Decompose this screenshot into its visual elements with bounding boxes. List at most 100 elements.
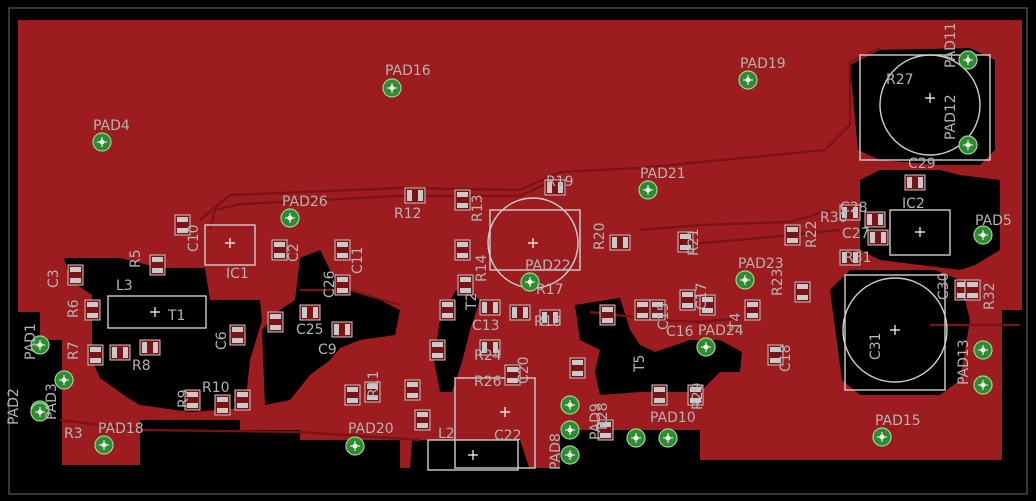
pad-pad11 bbox=[958, 50, 978, 70]
component-label-r24: R24 bbox=[474, 348, 502, 364]
pad-label-pad2: PAD2 bbox=[6, 388, 22, 425]
component-label-r12: R12 bbox=[394, 206, 422, 222]
pad-label-pad3: PAD3 bbox=[44, 383, 60, 420]
component-label-c29: C29 bbox=[908, 156, 936, 172]
component-label-r31: R31 bbox=[844, 250, 872, 266]
component-label-c9: C9 bbox=[318, 342, 337, 358]
pad-label-pad13: PAD13 bbox=[956, 339, 972, 385]
component-label-r27: R27 bbox=[886, 72, 914, 88]
pad-pad24 bbox=[696, 337, 716, 357]
pad-label-pad20: PAD20 bbox=[348, 421, 394, 437]
component-label-c15: C15 bbox=[656, 302, 672, 330]
component-label-c25: C25 bbox=[296, 322, 324, 338]
component-label-c30: C30 bbox=[936, 272, 952, 300]
pad-pad12 bbox=[958, 135, 978, 155]
pad-extra bbox=[30, 402, 50, 422]
component-label-r20: R20 bbox=[592, 222, 608, 250]
component-label-c31: C31 bbox=[868, 332, 884, 360]
pad-pad20 bbox=[345, 436, 365, 456]
pad-label-pad1: PAD1 bbox=[23, 323, 39, 360]
pad-label-pad23: PAD23 bbox=[738, 256, 784, 272]
pad-pad5 bbox=[973, 225, 993, 245]
component-label-ic1: IC1 bbox=[226, 266, 249, 282]
component-label-r10: R10 bbox=[202, 380, 230, 396]
component-label-c6: C6 bbox=[214, 331, 230, 350]
pad-extra bbox=[560, 445, 580, 465]
component-label-c3: C3 bbox=[46, 269, 62, 288]
component-label-c10: C10 bbox=[186, 224, 202, 252]
pad-pad15 bbox=[872, 427, 892, 447]
pad-pad9 bbox=[560, 420, 580, 440]
component-label-c16: C16 bbox=[666, 324, 694, 340]
pad-label-pad11: PAD11 bbox=[943, 22, 959, 68]
pad-label-pad19: PAD19 bbox=[740, 56, 786, 72]
pad-pad18 bbox=[94, 435, 114, 455]
component-label-c28: C28 bbox=[840, 200, 868, 216]
pad-label-pad15: PAD15 bbox=[875, 413, 921, 429]
component-label-r21: R21 bbox=[686, 228, 702, 256]
pad-pad1 bbox=[30, 335, 50, 355]
component-label-r8: R8 bbox=[132, 358, 151, 374]
component-label-r22: R22 bbox=[804, 220, 820, 248]
component-label-r32: R32 bbox=[982, 282, 998, 310]
pad-pad16 bbox=[382, 78, 402, 98]
pad-label-pad10: PAD10 bbox=[650, 410, 696, 426]
component-label-c26: C26 bbox=[322, 270, 338, 298]
component-label-r18: R18 bbox=[534, 314, 562, 330]
pad-pad26 bbox=[280, 208, 300, 228]
component-label-t2: T2 bbox=[464, 293, 480, 311]
component-label-r23: R23 bbox=[770, 268, 786, 296]
component-origins bbox=[150, 93, 935, 460]
component-label-c27: C27 bbox=[842, 226, 870, 242]
component-label-t1: T1 bbox=[167, 308, 185, 324]
pad-label-pad4: PAD4 bbox=[93, 118, 130, 134]
pad-extra bbox=[626, 428, 646, 448]
component-label-c22: C22 bbox=[494, 428, 522, 444]
component-label-r11: R11 bbox=[366, 370, 382, 398]
pad-label-pad18: PAD18 bbox=[98, 421, 144, 437]
pad-label-pad12: PAD12 bbox=[943, 94, 959, 140]
pad-pad23 bbox=[735, 270, 755, 290]
component-label-r13: R13 bbox=[470, 194, 486, 222]
pad-label-pad16: PAD16 bbox=[385, 63, 431, 79]
pad-pad13 bbox=[973, 340, 993, 360]
component-label-r28: R28 bbox=[595, 402, 611, 430]
component-label-r29: R29 bbox=[690, 382, 706, 410]
pad-pad19 bbox=[738, 70, 758, 90]
component-label-r19: R19 bbox=[546, 174, 574, 190]
pad-label-pad26: PAD26 bbox=[282, 194, 328, 210]
component-label-r7: R7 bbox=[66, 341, 82, 360]
component-label-c18: C18 bbox=[778, 344, 794, 372]
through-hole-pads bbox=[30, 50, 993, 465]
component-label-l2: L2 bbox=[438, 426, 455, 442]
pad-label-pad5: PAD5 bbox=[975, 213, 1012, 229]
component-label-c2: C2 bbox=[286, 243, 302, 262]
pad-pad10 bbox=[658, 428, 678, 448]
component-label-c20: C20 bbox=[516, 356, 532, 384]
component-label-ic2: IC2 bbox=[902, 196, 925, 212]
pad-label-pad8: PAD8 bbox=[548, 433, 564, 470]
component-label-r6: R6 bbox=[66, 299, 82, 318]
component-label-r3: R3 bbox=[64, 426, 83, 442]
pad-label-pad22: PAD22 bbox=[525, 258, 571, 274]
component-label-r26: R26 bbox=[474, 374, 502, 390]
component-label-c11: C11 bbox=[350, 246, 366, 274]
component-label-t4: T4 bbox=[728, 312, 744, 331]
pad-pad4 bbox=[92, 132, 112, 152]
component-label-c17: C17 bbox=[694, 282, 710, 310]
component-label-c13: C13 bbox=[472, 318, 500, 334]
pad-pad8 bbox=[560, 395, 580, 415]
board-outline bbox=[8, 7, 1028, 495]
component-label-l3: L3 bbox=[116, 278, 133, 294]
component-label-r5: R5 bbox=[128, 249, 144, 268]
pad-label-pad24: PAD24 bbox=[698, 323, 744, 339]
pad-pad22 bbox=[520, 272, 540, 292]
component-label-r17: R17 bbox=[536, 282, 564, 298]
smd-pads bbox=[67, 174, 981, 441]
pad-pad21 bbox=[638, 180, 658, 200]
component-label-r9: R9 bbox=[176, 389, 192, 408]
component-label-r30: R30 bbox=[820, 210, 848, 226]
pad-pad3 bbox=[54, 370, 74, 390]
